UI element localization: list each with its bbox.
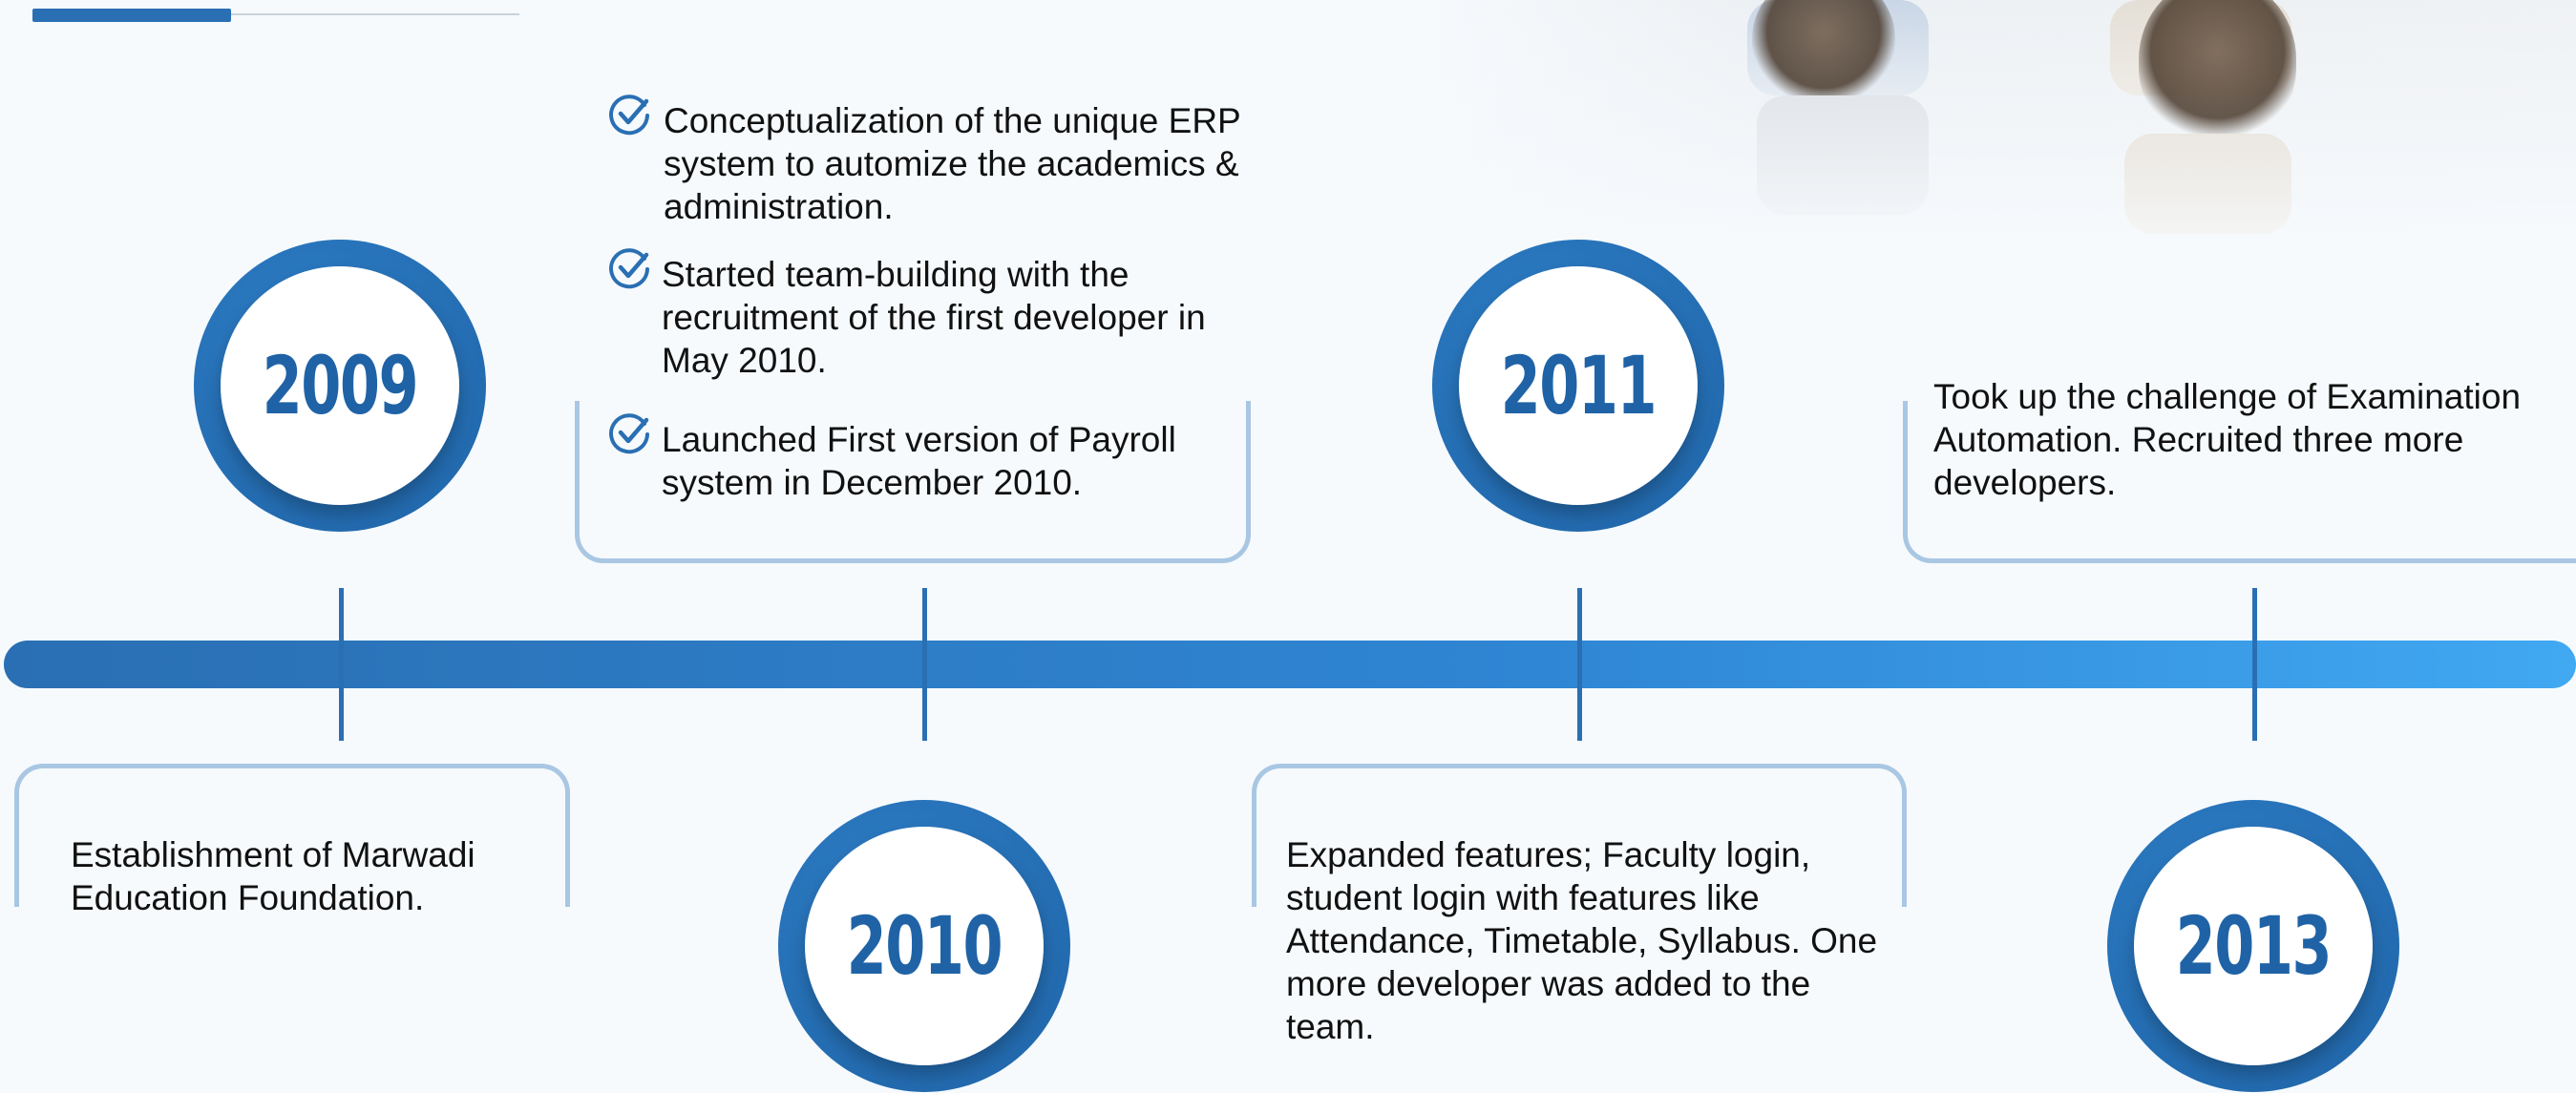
- timeline-tick-2010: [922, 588, 927, 741]
- year-marker-2011: 2011: [1432, 240, 1724, 532]
- person-head: [2139, 0, 2296, 143]
- timeline-tick-2011: [1577, 588, 1582, 741]
- milestone-2009-text: Establishment of Marwadi Education Found…: [71, 835, 475, 917]
- milestone-2010-item-3: Launched First version of Payroll system…: [662, 420, 1176, 502]
- check-circle-icon: [609, 413, 649, 454]
- year-label: 2009: [262, 339, 419, 432]
- milestone-card-2010: [575, 401, 1251, 563]
- year-marker-2013: 2013: [2107, 800, 2399, 1092]
- header-progress-bar: [32, 9, 231, 22]
- year-label: 2011: [1500, 339, 1658, 432]
- milestone-card-2009: [14, 764, 570, 907]
- year-marker-2010: 2010: [778, 800, 1070, 1092]
- year-marker-2009: 2009: [194, 240, 486, 532]
- person-body: [1757, 95, 1929, 215]
- background-photo: [1413, 0, 2576, 248]
- header-progress-line: [32, 13, 519, 15]
- check-circle-icon: [609, 95, 649, 136]
- milestone-2010-item-2: Started team-building with the recruitme…: [662, 255, 1206, 380]
- milestone-card-2013: [1903, 401, 2576, 563]
- year-label: 2013: [2175, 899, 2333, 993]
- year-label: 2010: [846, 899, 1003, 993]
- timeline-tick-2013: [2252, 588, 2257, 741]
- milestone-card-2011: [1252, 764, 1907, 907]
- milestone-2010-item-1: Conceptualization of the unique ERP syst…: [664, 101, 1241, 226]
- check-circle-icon: [609, 248, 649, 289]
- timeline-tick-2009: [339, 588, 344, 741]
- person-body: [2124, 134, 2291, 234]
- timeline-bar: [4, 641, 2576, 688]
- person-head: [1752, 0, 1895, 105]
- milestone-2011-text: Expanded features; Faculty login, studen…: [1286, 835, 1878, 1046]
- milestone-2013-text: Took up the challenge of Examination Aut…: [1933, 377, 2522, 502]
